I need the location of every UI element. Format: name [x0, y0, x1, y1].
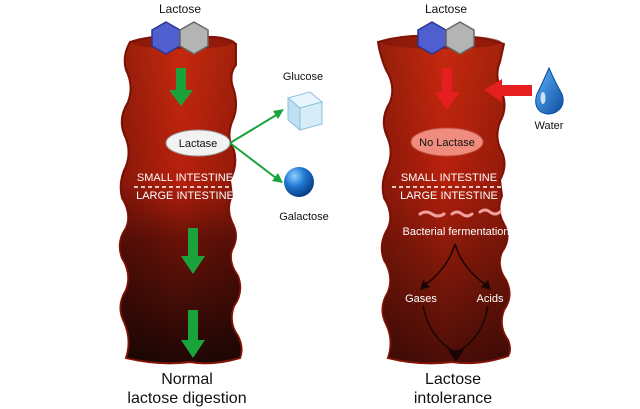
- water-drop-icon: [535, 66, 564, 115]
- left-lactose-molecule: [151, 21, 209, 55]
- right-caption-line1: Lactose: [425, 371, 481, 388]
- left-large-intestine-label: LARGE INTESTINE: [136, 190, 234, 202]
- right-large-intestine-label: LARGE INTESTINE: [400, 190, 498, 202]
- right-small-intestine-label: SMALL INTESTINE: [401, 172, 497, 184]
- left-intestine-shade: [119, 35, 242, 364]
- bacteria-icon: [418, 208, 502, 218]
- right-red-arrow-water: [484, 79, 532, 102]
- fermentation-label: Bacterial fermentation: [403, 226, 510, 238]
- right-red-arrow-down: [435, 68, 459, 110]
- right-lactose-molecule: [417, 21, 475, 55]
- glucose-label: Glucose: [283, 71, 323, 83]
- left-green-arrow-1: [169, 68, 193, 106]
- right-caption-line2: intolerance: [414, 390, 492, 407]
- left-caption-line2: lactose digestion: [127, 390, 246, 407]
- left-small-intestine-label: SMALL INTESTINE: [137, 172, 233, 184]
- left-hexagon-gray: [179, 21, 209, 55]
- water-drop-shine: [540, 92, 546, 104]
- left-hexagon-blue: [151, 21, 181, 55]
- gases-label: Gases: [405, 293, 437, 305]
- right-lactose-label: Lactose: [425, 2, 467, 16]
- left-arrowhead-galactose: [272, 173, 283, 183]
- left-panel: Lactose Lactase Glucose Galactose SMALL …: [118, 2, 329, 407]
- galactose-ball-icon: [284, 167, 314, 197]
- water-label: Water: [535, 120, 564, 132]
- glucose-cube-icon: [286, 91, 324, 132]
- right-intestine-shade: [378, 35, 510, 364]
- right-no-lactase-label: No Lactase: [419, 137, 475, 149]
- left-split-arrows: [229, 113, 279, 179]
- left-caption-line1: Normal: [161, 371, 213, 388]
- galactose-label: Galactose: [279, 211, 329, 223]
- left-green-arrow-2: [181, 228, 205, 274]
- arrowhead-gases: [420, 280, 430, 290]
- right-panel: Lactose Water No Lactase SMALL INTESTINE…: [376, 2, 564, 407]
- left-green-arrow-3: [181, 310, 205, 358]
- right-hexagon-blue: [417, 21, 447, 55]
- left-lactose-label: Lactose: [159, 2, 201, 16]
- right-hexagon-gray: [445, 21, 475, 55]
- fermentation-branch-lines: [422, 243, 489, 353]
- acids-label: Acids: [477, 293, 504, 305]
- left-arrowhead-glucose: [273, 109, 284, 119]
- left-lactase-label: Lactase: [179, 138, 218, 150]
- arrowhead-acids: [481, 280, 491, 290]
- right-no-lactase-ellipse: [410, 127, 484, 157]
- arrowhead-bottom: [448, 350, 464, 362]
